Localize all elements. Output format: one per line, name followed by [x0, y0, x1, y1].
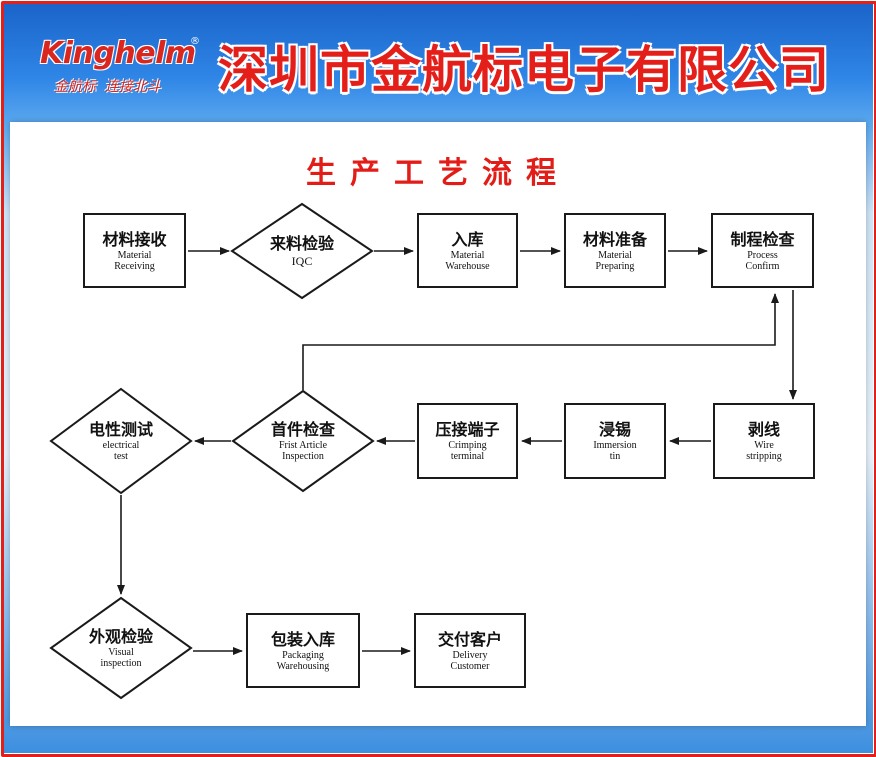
- diagram-title: 生产工艺流程: [306, 156, 570, 191]
- node-label-en: test: [114, 451, 128, 462]
- node-label-en: Preparing: [595, 260, 635, 272]
- node-label-en: Warehouse: [445, 260, 490, 272]
- logo-slogan: 金航标 连接北斗: [54, 79, 161, 95]
- decision-shape-first-article-inspection: [231, 389, 375, 493]
- node-label-zh: 电性测试: [88, 420, 153, 439]
- node-label-en: tin: [609, 451, 621, 462]
- node-label-zh: 剥线: [747, 420, 780, 439]
- company-logo: Kinghelm ® 金航标 连接北斗: [40, 36, 210, 98]
- node-label-zh: 外观检验: [88, 627, 153, 646]
- node-label-en: IQC: [291, 254, 313, 268]
- node-label-zh: 包装入库: [270, 629, 335, 649]
- decision-shape-visual-inspection: [49, 596, 193, 700]
- decision-shape-electrical-test: [49, 387, 193, 495]
- node-label-en: Packaging: [282, 649, 324, 661]
- node-label-en: Material: [450, 249, 485, 261]
- node-label-en: Material: [598, 249, 632, 261]
- decision-shape-iqc: [230, 202, 374, 300]
- company-name: 深圳市金航标电子有限公司: [218, 41, 830, 99]
- node-label-zh: 制程检查: [730, 229, 795, 249]
- registered-mark: ®: [190, 36, 200, 47]
- node-label-en: Receiving: [114, 260, 155, 272]
- node-label-en: inspection: [100, 658, 142, 669]
- node-label-en: Material: [117, 249, 152, 261]
- node-label-en: stripping: [746, 451, 782, 462]
- node-label-en: electrical: [102, 440, 140, 451]
- node-label-zh: 材料准备: [582, 229, 647, 249]
- logo-text: Kinghelm: [40, 36, 196, 71]
- node-label-en: Warehousing: [276, 660, 330, 672]
- node-label-en: Process: [747, 249, 778, 261]
- node-label-en: Customer: [450, 660, 490, 672]
- arrow-first-article-inspection-to-process-confirm: [302, 293, 779, 390]
- node-label-zh: 入库: [451, 229, 484, 249]
- node-label-en: Frist Article: [278, 440, 328, 451]
- node-label-zh: 交付客户: [437, 629, 502, 649]
- node-label-en: Inspection: [282, 451, 324, 462]
- node-label-en: Delivery: [452, 649, 488, 661]
- node-label-en: Immersion: [593, 440, 637, 451]
- node-label-zh: 压接端子: [435, 420, 500, 439]
- node-label-en: Visual: [108, 647, 134, 658]
- node-label-en: Crimping: [448, 440, 487, 451]
- node-label-zh: 浸锡: [598, 420, 631, 439]
- node-label-zh: 首件检查: [270, 420, 335, 439]
- node-label-en: terminal: [450, 451, 485, 462]
- node-label-en: Wire: [754, 440, 774, 451]
- node-label-zh: 来料检验: [269, 234, 334, 253]
- node-label-en: Confirm: [745, 260, 780, 272]
- node-label-zh: 材料接收: [102, 229, 167, 249]
